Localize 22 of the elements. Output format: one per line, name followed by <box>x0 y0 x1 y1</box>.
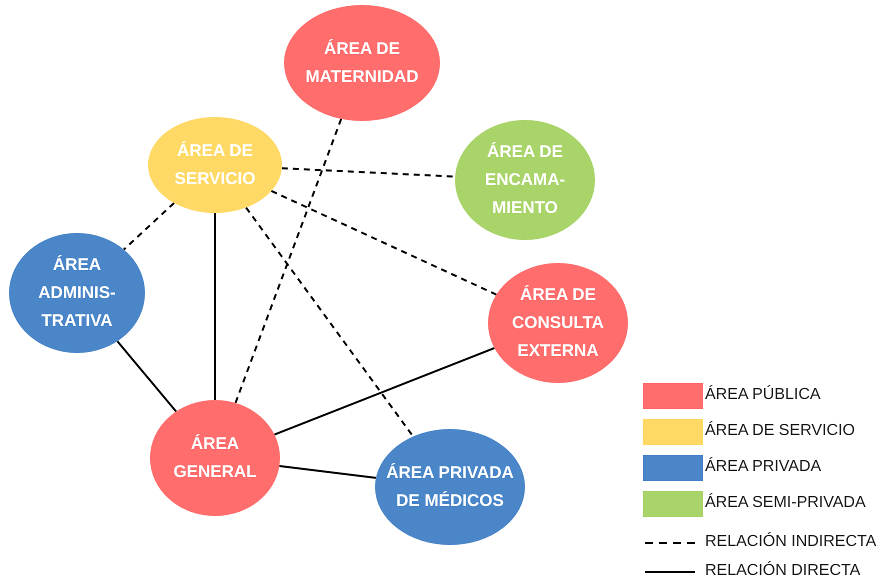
connector <box>279 464 376 479</box>
dashed-connector <box>123 202 175 250</box>
area-label: ÁREA DE CONSULTA EXTERNA <box>511 284 605 362</box>
area-label: ÁREA PRIVADA DE MÉDICOS <box>385 462 515 512</box>
legend-label: RELACIÓN DIRECTA <box>705 562 860 580</box>
legend-label: ÁREA SEMI-PRIVADA <box>705 494 866 512</box>
legend-label: ÁREA DE SERVICIO <box>705 422 855 440</box>
area-label: ÁREA DE SERVICIO <box>174 140 256 190</box>
legend-label: ÁREA PRIVADA <box>705 458 822 476</box>
area-label: ÁREA ADMINIS-TRATIVA <box>37 254 117 332</box>
dashed-connector <box>282 167 456 178</box>
area-label: ÁREA GENERAL <box>172 433 258 483</box>
area-label: ÁREA DE ENCAMA-MIENTO <box>484 141 566 219</box>
connector <box>274 347 495 436</box>
legend-label: RELACIÓN INDIRECTA <box>705 533 876 551</box>
dashed-connector <box>270 190 497 296</box>
legend-label: ÁREA PÚBLICA <box>705 386 821 404</box>
connector <box>214 213 216 400</box>
area-label: ÁREA DE MATERNIDAD <box>304 38 420 88</box>
dashed-connector <box>234 118 342 404</box>
connector <box>116 340 177 412</box>
dashed-connector <box>245 206 414 438</box>
